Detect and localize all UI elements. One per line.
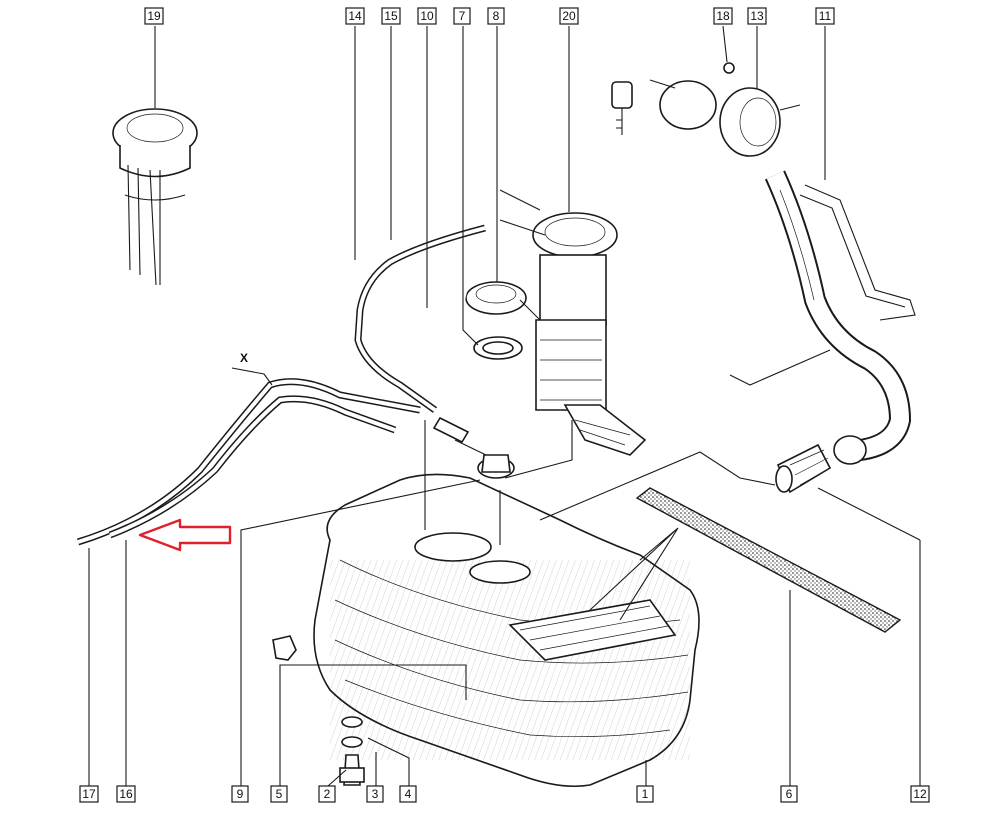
part-label-5: 5 (270, 785, 288, 803)
part-label-box (345, 7, 365, 25)
part-label-text: 20 (562, 9, 576, 23)
part-label-14: 14 (345, 7, 365, 25)
part-label-9: 9 (231, 785, 249, 803)
marker-x: X (231, 351, 273, 386)
part-label-text: 12 (913, 787, 927, 801)
part-label-box (636, 785, 654, 803)
red-arrow-indicator (138, 518, 232, 552)
part-label-text: 6 (786, 787, 793, 801)
part-label-box (713, 7, 733, 25)
part-label-6: 6 (780, 785, 798, 803)
part-label-box (815, 7, 835, 25)
breather-pipes (327, 198, 491, 413)
part-label-2: 2 (318, 785, 336, 803)
part-label-box (231, 785, 249, 803)
part-label-1: 1 (636, 785, 654, 803)
part-label-text: 11 (819, 9, 832, 23)
part-label-text: 7 (459, 9, 466, 23)
seal-ring (473, 336, 523, 360)
part-label-text: 13 (750, 9, 764, 23)
part-label-text: 4 (405, 787, 412, 801)
part-label-box (116, 785, 136, 803)
part-label-box (747, 7, 767, 25)
part-label-box (417, 7, 437, 25)
part-label-text: 5 (276, 787, 283, 801)
rubber-hose (775, 443, 832, 494)
level-sender-unit (112, 108, 198, 286)
filler-neck (764, 170, 916, 465)
part-label-10: 10 (417, 7, 437, 25)
part-label-text: 3 (372, 787, 379, 801)
pump-cover-cap (465, 281, 527, 315)
part-label-8: 8 (487, 7, 505, 25)
part-label-7: 7 (453, 7, 471, 25)
fuel-tank (313, 473, 700, 788)
part-label-box (270, 785, 288, 803)
part-label-box (79, 785, 99, 803)
part-label-text: 19 (147, 9, 161, 23)
part-label-box (144, 7, 164, 25)
part-label-box (453, 7, 471, 25)
fuel-lines (76, 378, 421, 546)
part-label-16: 16 (116, 785, 136, 803)
part-label-18: 18 (713, 7, 733, 25)
part-label-13: 13 (747, 7, 767, 25)
part-label-11: 11 (815, 7, 835, 25)
part-label-box (780, 785, 798, 803)
bolt-washers (339, 716, 365, 786)
part-label-3: 3 (366, 785, 384, 803)
part-label-text: 1 (642, 787, 649, 801)
part-label-box (910, 785, 930, 803)
fuel-pump-sender (532, 212, 647, 456)
part-label-text: 9 (237, 787, 244, 801)
part-label-19: 19 (144, 7, 164, 25)
part-label-text: 8 (493, 9, 500, 23)
part-label-text: 15 (384, 9, 398, 23)
part-label-12: 12 (910, 785, 930, 803)
part-label-text: 17 (82, 787, 96, 801)
part-label-box (381, 7, 401, 25)
part-label-box (399, 785, 417, 803)
part-label-box (318, 785, 336, 803)
part-label-text: 10 (420, 9, 434, 23)
part-label-20: 20 (559, 7, 579, 25)
part-label-text: 18 (716, 9, 730, 23)
part-label-text: 2 (324, 787, 331, 801)
leader-lines (88, 25, 921, 787)
part-label-15: 15 (381, 7, 401, 25)
part-label-4: 4 (399, 785, 417, 803)
part-label-box (487, 7, 505, 25)
marker-x-label: X (240, 351, 248, 365)
bracket-clip (272, 635, 297, 661)
part-label-box (366, 785, 384, 803)
foam-strip (635, 487, 902, 633)
inline-valve (432, 416, 515, 479)
part-label-text: 16 (119, 787, 133, 801)
part-label-text: 14 (348, 9, 362, 23)
part-label-box (559, 7, 579, 25)
part-label-17: 17 (79, 785, 99, 803)
filler-cap-assembly (611, 62, 781, 157)
